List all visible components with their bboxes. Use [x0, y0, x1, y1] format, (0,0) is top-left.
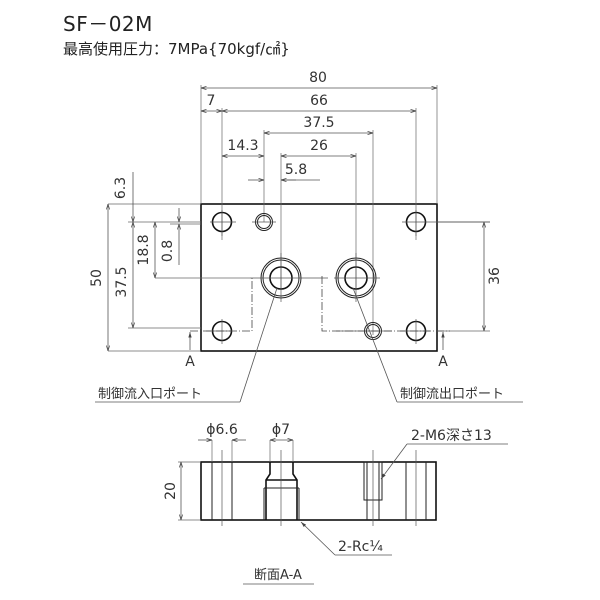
dim-port-height: 18.8: [136, 234, 152, 265]
thread-note: 2-M6深さ13: [411, 428, 492, 444]
port-thread-note: 2-Rc¼: [338, 539, 383, 555]
dim-port-outer: 37.5: [303, 115, 334, 131]
section-title: 断面A-A: [254, 568, 302, 583]
inlet-port-callout: 制御流入口ポート: [98, 387, 202, 402]
dim-port-pitch: 26: [310, 138, 328, 154]
section-view: ϕ6.6 ϕ7 2-M6深さ13 20: [163, 422, 508, 585]
plate-outline: [200, 203, 438, 352]
outlet-port-callout: 制御流出口ポート: [400, 387, 504, 402]
dim-mount-pitch: 66: [310, 93, 328, 109]
ports: [250, 253, 380, 302]
dim-overall-width: 80: [309, 70, 327, 86]
dim-edge-to-port: 14.3: [227, 138, 258, 154]
dim-section-height: 20: [163, 482, 179, 500]
section-marker-right: A: [438, 354, 448, 370]
max-pressure-spec: 最高使用圧力：7MPa{70kgf/㎠}: [63, 40, 290, 58]
dim-mount-edge: 7: [207, 93, 216, 109]
model-title: SF－02M: [63, 12, 153, 36]
mounting-holes: [206, 210, 490, 344]
dim-mount-pitch-left: 37.5: [114, 266, 130, 297]
dim-mount-pitch-right: 36: [487, 267, 503, 285]
section-outline: [200, 461, 437, 521]
plan-view: 80 7 66 37.5 14.3 26 5.8 6.3 50 37.5: [89, 70, 523, 403]
section-line-right: [321, 276, 450, 332]
dim-counterbore-dia: ϕ6.6: [206, 422, 238, 438]
dim-top-to-pin: 6.3: [113, 177, 129, 199]
dim-pin-offset: 5.8: [285, 162, 307, 178]
dim-overall-height: 50: [89, 269, 105, 287]
dim-pin-vertical-offset: 0.8: [160, 240, 176, 262]
section-line-left: [190, 276, 253, 332]
dim-port-dia: ϕ7: [272, 422, 290, 438]
section-marker-left: A: [185, 354, 195, 370]
